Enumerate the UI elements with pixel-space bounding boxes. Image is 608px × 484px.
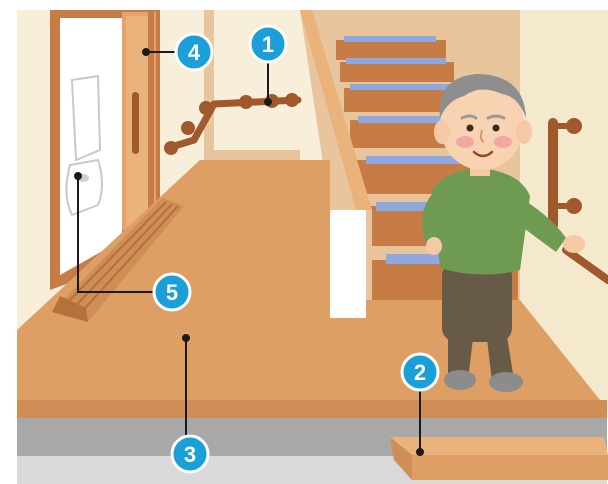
svg-text:4: 4 [188, 40, 201, 65]
svg-text:3: 3 [184, 442, 196, 467]
door-handle [132, 92, 139, 154]
svg-text:1: 1 [262, 32, 274, 57]
callout-ramp-badge: 5 [154, 274, 190, 310]
entrance-step [390, 437, 608, 480]
callout-handrail-badge: 1 [250, 26, 286, 62]
callout-step-badge: 2 [402, 354, 438, 390]
svg-text:2: 2 [414, 360, 426, 385]
svg-text:5: 5 [166, 280, 178, 305]
callout-door-badge: 4 [176, 34, 212, 70]
door [122, 12, 156, 230]
stair-wall-panel [330, 210, 368, 318]
callout-floor-badge: 3 [172, 436, 208, 472]
